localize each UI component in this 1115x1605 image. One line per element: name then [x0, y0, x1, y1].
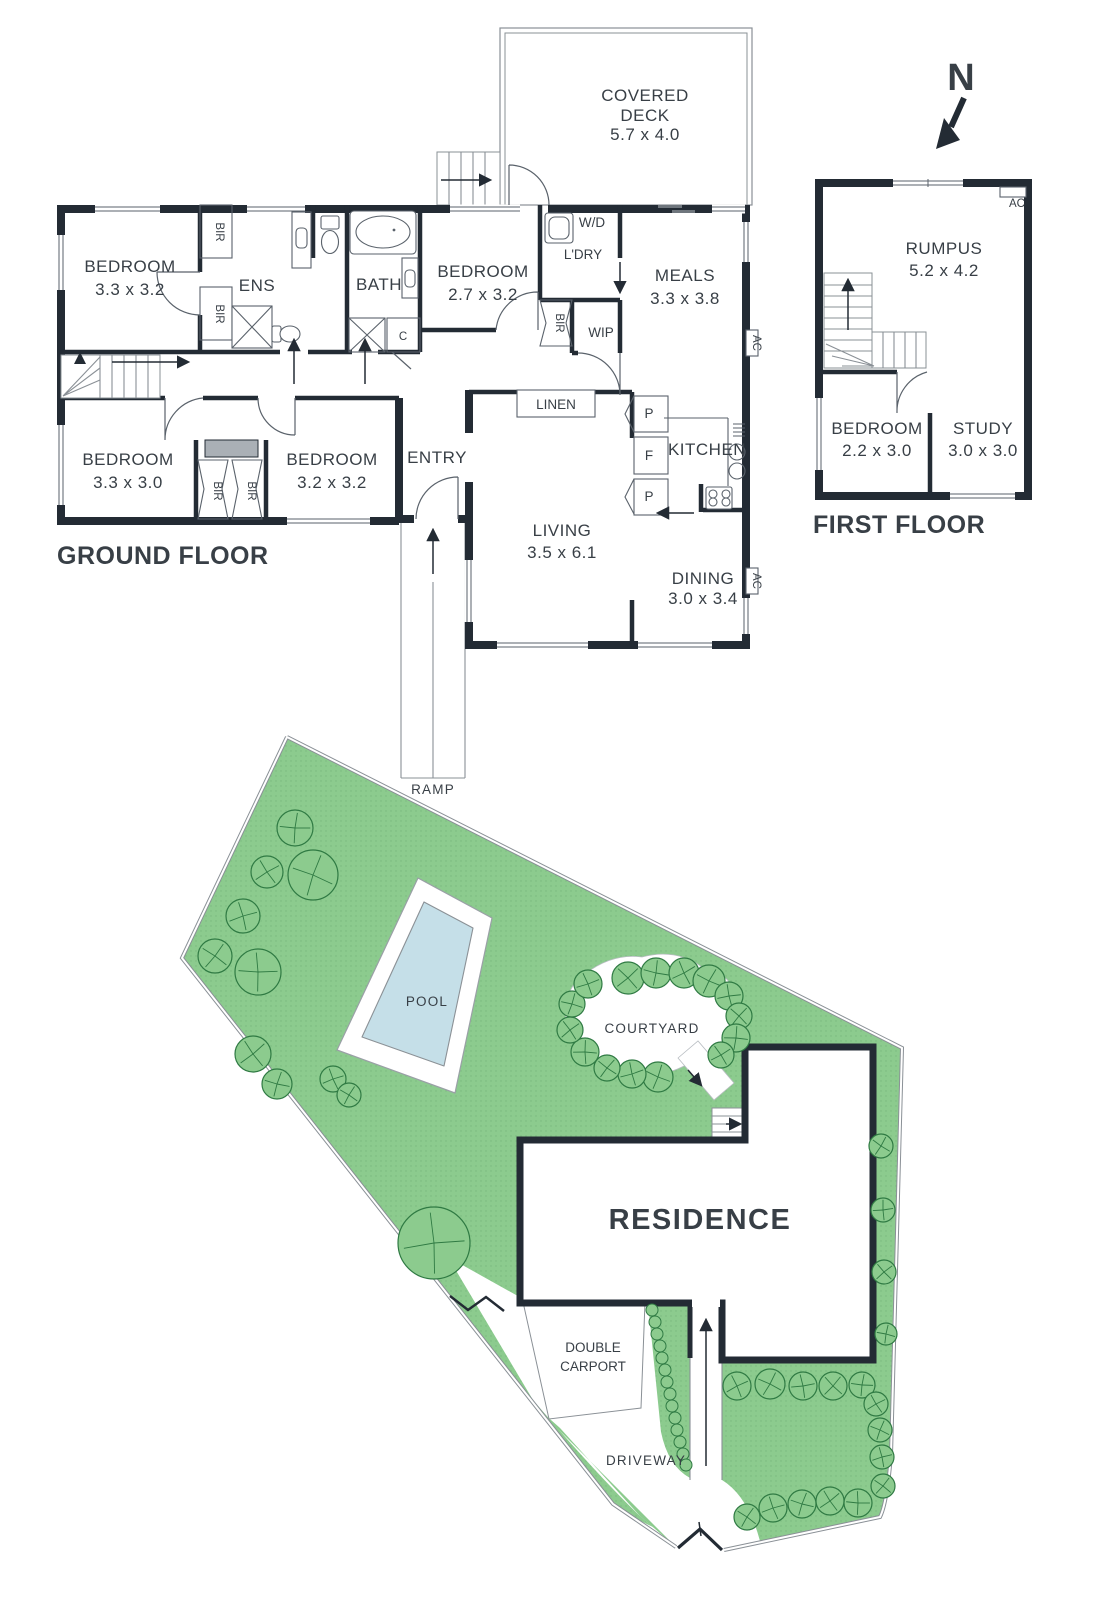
stairs-icon-ground — [61, 352, 188, 398]
north-arrow: N — [936, 57, 975, 149]
ldry-label: L'DRY — [564, 247, 602, 262]
pool-label: POOL — [406, 994, 448, 1009]
dining-label: DINING — [672, 569, 735, 588]
closet-x — [349, 318, 385, 352]
ramp-label: RAMP — [411, 782, 455, 797]
rumpus-label: RUMPUS — [906, 239, 983, 258]
kitchen-fixtures — [664, 418, 745, 509]
entry-label: ENTRY — [407, 448, 467, 467]
bir-label-2: BIR — [213, 304, 225, 323]
study-label: STUDY — [953, 419, 1013, 438]
driveway-label: DRIVEWAY — [606, 1453, 686, 1468]
carport-label-line1: DOUBLE — [565, 1340, 621, 1355]
bir-label-5: BIR — [245, 481, 257, 500]
deck-label-line2: DECK — [620, 106, 669, 125]
wip-label: WIP — [588, 325, 614, 340]
wd-label: W/D — [579, 215, 605, 230]
bedroom2-label: BEDROOM — [437, 262, 528, 281]
bir-label-4: BIR — [211, 481, 223, 500]
bir-label-3: BIR — [553, 313, 565, 332]
toilet-icon-ens — [272, 326, 300, 342]
covered-deck: COVERED DECK 5.7 x 4.0 — [437, 28, 752, 205]
rumpus-size: 5.2 x 4.2 — [909, 261, 979, 280]
dining-size: 3.0 x 3.4 — [668, 589, 738, 608]
bir-label-1: BIR — [213, 222, 225, 241]
first-floor-title: FIRST FLOOR — [813, 511, 985, 539]
ac-label-first: AC — [1009, 198, 1025, 210]
living-label: LIVING — [533, 521, 592, 540]
ground-floor-plan: COVERED DECK 5.7 x 4.0 RAMP — [57, 28, 763, 797]
living-size: 3.5 x 6.1 — [527, 543, 597, 562]
ff-bedroom-size: 2.2 x 3.0 — [842, 441, 912, 460]
vanity-icon-ens — [292, 212, 311, 268]
bathtub-icon — [350, 211, 416, 254]
bedroom1-size: 3.3 x 3.2 — [95, 280, 165, 299]
carport-label-line2: CARPORT — [560, 1359, 626, 1374]
site-plan: POOL COURTYARD DOUBLE CARPORT — [182, 737, 902, 1550]
deck-label-size: 5.7 x 4.0 — [610, 125, 680, 144]
bedroom1-label: BEDROOM — [84, 257, 175, 276]
residence-steps — [712, 1108, 745, 1138]
ground-floor-title: GROUND FLOOR — [57, 542, 269, 570]
deck-label-line1: COVERED — [601, 86, 689, 105]
stove-icon — [706, 487, 732, 509]
dresser — [205, 440, 258, 457]
fridge-label: F — [645, 448, 653, 463]
ac-label-dining: AC — [750, 573, 762, 589]
pantry-label-2: P — [644, 489, 653, 504]
washer-icon — [545, 213, 573, 243]
residence-label: RESIDENCE — [609, 1204, 792, 1236]
bedroom4-label: BEDROOM — [286, 450, 377, 469]
meals-size: 3.3 x 3.8 — [650, 289, 720, 308]
ac-unit-meals: AC — [746, 330, 762, 356]
bedroom3-size: 3.3 x 3.0 — [93, 473, 163, 492]
bedroom2-size: 2.7 x 3.2 — [448, 285, 518, 304]
ac-unit-dining: AC — [746, 568, 762, 594]
kitchen-label: KITCHEN — [668, 440, 746, 459]
courtyard-label: COURTYARD — [604, 1021, 699, 1036]
north-arrow-shaft — [951, 98, 964, 127]
pantry-label-1: P — [644, 406, 653, 421]
study-size: 3.0 x 3.0 — [948, 441, 1018, 460]
residence-door-gap — [692, 1297, 720, 1307]
ff-bedroom-label: BEDROOM — [831, 419, 922, 438]
ramp: RAMP — [401, 519, 465, 797]
bath-label: BATH — [356, 275, 402, 294]
first-floor-plan: AC RUMPUS 5.2 x 4.2 BEDROOM 2.2 x 3.0 ST… — [813, 179, 1032, 540]
meals-label: MEALS — [655, 266, 715, 285]
deck-stairs-icon — [437, 152, 500, 205]
north-label: N — [947, 57, 974, 99]
north-arrow-head — [936, 118, 960, 149]
vanity-icon-bath — [402, 258, 418, 298]
shower-icon — [232, 306, 272, 348]
ens-label: ENS — [239, 276, 275, 295]
linen-label: LINEN — [536, 397, 576, 412]
toilet-icon-wc — [321, 216, 339, 254]
bedroom4-size: 3.2 x 3.2 — [297, 473, 367, 492]
ac-label-meals: AC — [750, 335, 762, 351]
bedroom3-label: BEDROOM — [82, 450, 173, 469]
closet-c-label: C — [399, 331, 407, 343]
